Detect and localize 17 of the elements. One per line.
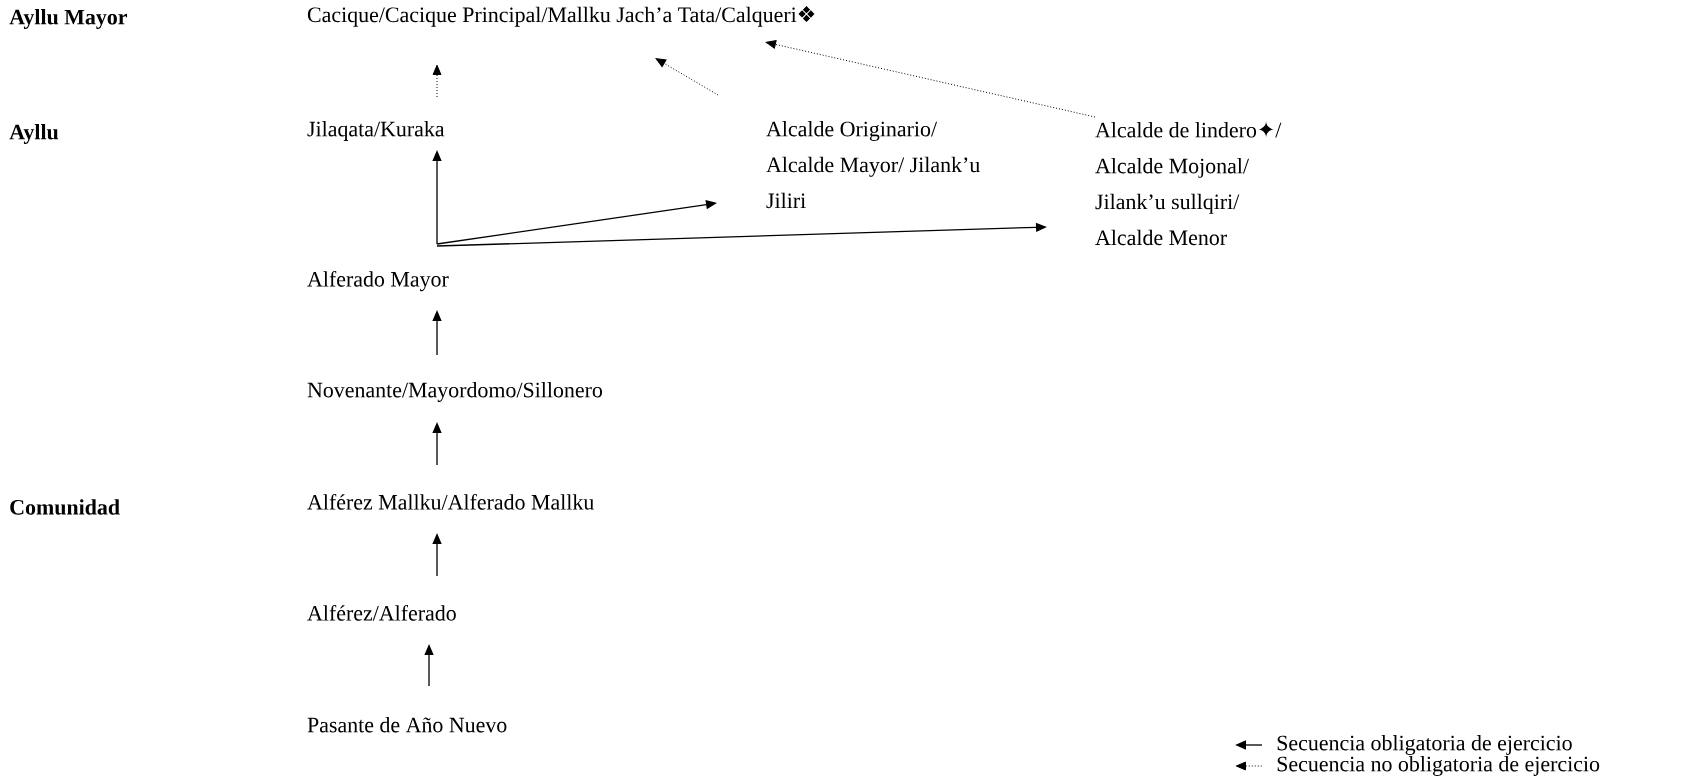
level-label: Comunidad xyxy=(10,499,120,515)
rank-label: Novenante/Mayordomo/Sillonero xyxy=(307,382,603,402)
legend-text: Secuencia obligatoria de ejercicio xyxy=(1277,735,1572,755)
rank-label: Pasante de Año Nuevo xyxy=(307,717,507,733)
level-label: Ayllu Mayor xyxy=(9,9,128,29)
rank-label: Alferado Mayor xyxy=(307,271,449,292)
arrow xyxy=(765,40,1096,118)
rank-label: Alcalde de lindero✦/ Alcalde Mojonal/ Jilank’u sullqiri/ Alcalde Menor xyxy=(1095,121,1282,246)
rank-label: Cacique/Cacique Principal/Mallku Jach’a Tata/Calqueri❖ xyxy=(307,6,815,27)
rank-label: Alférez Mallku/Alferado Mallku xyxy=(307,494,594,510)
level-label: Ayllu xyxy=(9,124,59,144)
arrow xyxy=(655,58,719,96)
rank-label: Alférez/Alferado xyxy=(307,605,456,621)
arrow xyxy=(432,64,442,98)
rank-label: Jilaqata/Kuraka xyxy=(307,121,445,141)
rank-label: Alcalde Originario/ Alcalde Mayor/ Jilank’u Jiliri xyxy=(766,121,980,209)
legend-text: Secuencia no obligatoria de ejercicio xyxy=(1277,756,1600,776)
